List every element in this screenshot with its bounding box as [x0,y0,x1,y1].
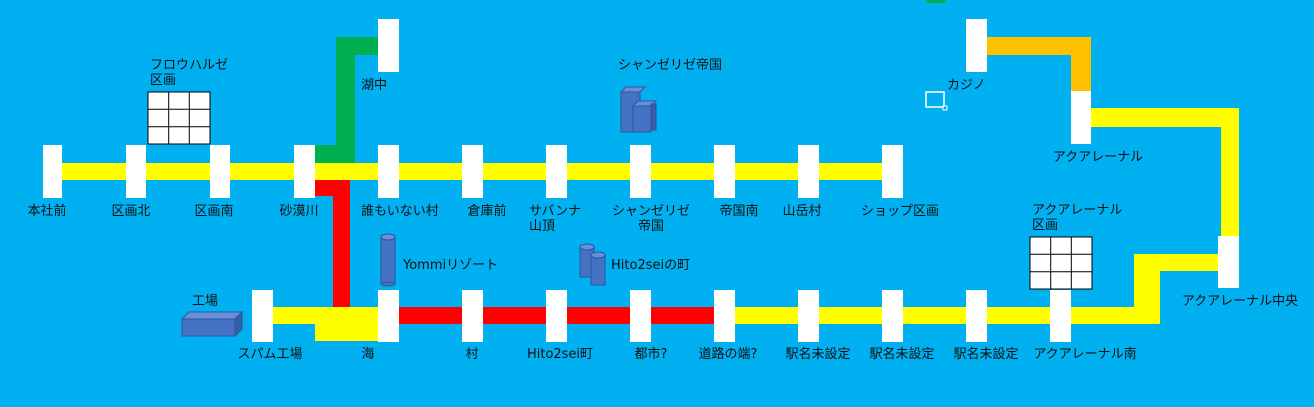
station-sangaku [798,145,819,198]
hito2sei-cylinders [579,243,606,286]
station-label-casino: カジノ [947,78,986,93]
station-umi [378,290,399,342]
station-aqua-minami [1050,290,1071,342]
station-aqua [1071,91,1091,144]
area-label-aqua-district: アクアレーナル 区画 [1032,203,1123,233]
station-shop [882,145,903,198]
station-label-kukaku-kita: 区画北 [111,204,151,219]
station-label-champs: シャンゼリゼ 帝国 [612,204,691,234]
station-label-sangaku: 山岳村 [782,204,822,219]
station-label-shop: ショップ区画 [860,204,940,219]
station-label-honsha: 本社前 [27,204,67,219]
station-sabakugawa [294,145,315,198]
station-kukaku-minami [210,145,230,198]
station-douro [714,290,735,342]
station-label-aqua-chuo: アクアレーナル中央 [1181,294,1299,309]
station-hito2sei [546,290,567,342]
station-spam [252,290,273,342]
station-label-douro: 道路の端? [698,347,758,362]
station-label-mitei1: 駅名未設定 [785,347,851,362]
station-casino [966,19,987,72]
station-label-umi: 海 [361,347,375,362]
station-label-aqua-minami: アクアレーナル南 [1033,347,1137,362]
station-markers [43,19,1239,342]
station-mitei3 [966,290,987,342]
yellow-line-spam-link [315,324,382,341]
yellow-line-mid [1134,254,1229,271]
station-label-mitei2: 駅名未設定 [869,347,935,362]
station-teikoku-minami [714,145,735,198]
area-label-yommi: Yommiリゾート [403,258,499,273]
red-line-bottom [333,307,725,324]
station-label-souko: 倉庫前 [467,204,507,219]
station-label-konaka: 湖中 [361,78,388,93]
station-label-toshi: 都市? [634,347,668,362]
station-label-daremo: 誰もいない村 [361,204,439,219]
green-line-corner [315,145,355,163]
orange-line-drop [1071,37,1091,92]
yellow-line-spam [262,307,382,324]
line-segments [52,37,1239,341]
station-label-mura: 村 [465,347,479,362]
station-label-kukaku-minami: 区画南 [194,204,234,219]
yommi-cylinder [380,233,396,287]
area-label-champs-empire: シャンゼリゼ帝国 [618,58,723,73]
yellow-line-top-right [1080,108,1239,127]
green-line-drop [336,37,355,163]
station-mitei1 [798,290,819,342]
station-label-spam: スパム工場 [237,347,303,362]
station-konaka [378,19,399,72]
station-savanna [546,145,567,198]
station-toshi [630,290,651,342]
red-line-drop [333,180,350,325]
frouharuze-grid [147,91,211,145]
station-mitei2 [882,290,903,342]
red-line-branch [315,180,350,196]
station-label-aqua: アクアレーナル [1052,150,1144,165]
yellow-line-bottom [723,307,1160,324]
top-edge-marker [926,0,946,3]
station-aqua-chuo [1218,236,1239,288]
casino-icon [925,91,948,111]
station-daremo [378,145,399,198]
champs-buildings [619,86,658,133]
station-label-savanna: サバンナ 山頂 [529,204,582,234]
area-label-hito2sei-town: Hito2seiの町 [611,258,691,273]
factory-block [180,310,244,338]
station-kukaku-kita [126,145,146,198]
station-honsha [43,145,62,198]
station-champs [630,145,651,198]
yellow-line-right [1221,108,1239,271]
area-label-frouharuze: フロウハルゼ 区画 [150,58,229,88]
station-label-teikoku-minami: 帝国南 [719,204,759,219]
orange-line-casino [976,37,1091,55]
area-label-factory: 工場 [192,294,219,309]
station-label-sabakugawa: 砂漠川 [279,204,319,219]
station-mura [462,290,483,342]
station-label-hito2sei: Hito2sei町 [526,347,594,362]
station-souko [462,145,483,198]
station-label-mitei3: 駅名未設定 [953,347,1019,362]
aqua-district-grid [1029,236,1093,290]
